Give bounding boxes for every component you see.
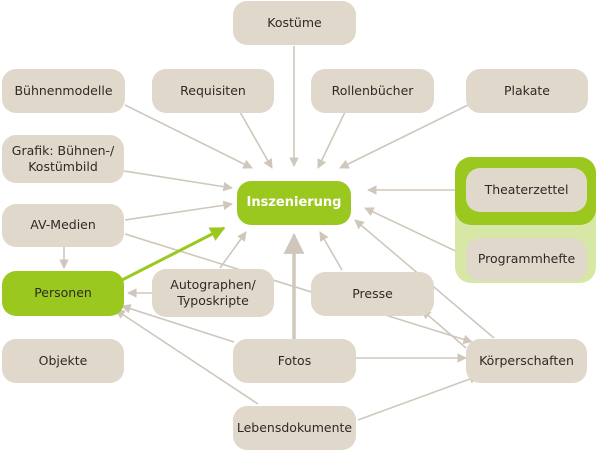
node-programmhefte: Programmhefte: [466, 238, 587, 281]
node-plakate: Plakate: [466, 69, 588, 113]
arrow-programmhefte: [364, 207, 467, 257]
arrow-requisiten: [239, 111, 273, 169]
node-requisiten: Requisiten: [152, 69, 274, 113]
node-theaterzettel: Theaterzettel: [466, 168, 587, 212]
arrow-personen: [121, 226, 226, 282]
arrow-grafik: [123, 170, 233, 192]
arrow-fotos-personen: [121, 304, 235, 343]
arrow-av-medien: [124, 200, 233, 221]
node-autographen: Autographen/ Typoskripte: [152, 269, 274, 317]
node-objekte: Objekte: [2, 339, 124, 383]
arrow-lebensdokumente-personen: [115, 309, 259, 405]
node-buehnenmodelle: Bühnenmodelle: [2, 69, 125, 113]
arrow-lebensdokumente-koerperschaften: [357, 374, 479, 421]
arrow-av-medien-koerperschaften: [124, 233, 473, 345]
node-koerperschaften: Körperschaften: [466, 339, 587, 383]
arrow-buehnenmodelle: [124, 104, 253, 169]
arrow-presse: [319, 231, 343, 271]
arrow-koerperschaften-presse: [421, 309, 467, 349]
node-fotos: Fotos: [233, 339, 356, 383]
node-rollenbuecher: Rollenbücher: [311, 69, 434, 113]
node-inszenierung: Inszenierung: [237, 181, 351, 225]
node-personen: Personen: [2, 271, 124, 316]
node-kostueme: Kostüme: [233, 1, 356, 45]
arrow-plakate: [339, 104, 469, 169]
node-presse: Presse: [311, 272, 434, 316]
node-grafik: Grafik: Bühnen-/ Kostümbild: [2, 135, 124, 183]
node-av-medien: AV-Medien: [2, 204, 124, 247]
arrow-rollenbuecher: [317, 111, 346, 169]
arrow-autographen: [219, 231, 247, 269]
node-lebensdokumente: Lebensdokumente: [233, 406, 356, 450]
